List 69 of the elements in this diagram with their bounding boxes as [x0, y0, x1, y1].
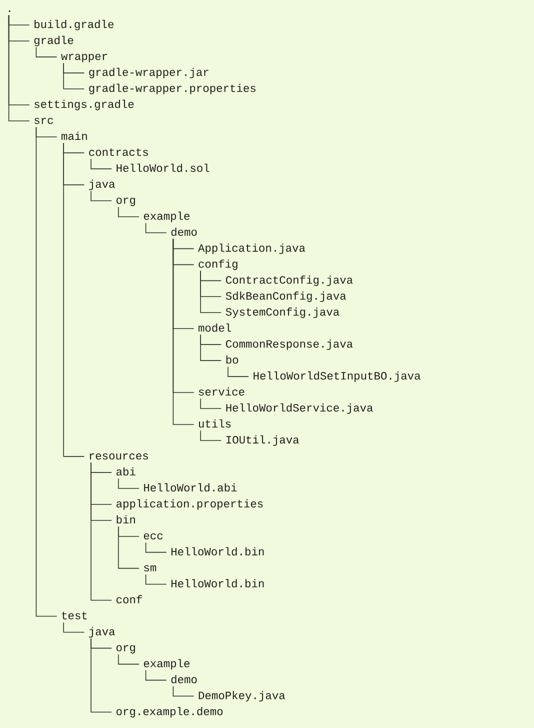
file-name: gradle-wrapper.properties — [89, 84, 256, 94]
tree-line — [145, 222, 167, 234]
file-name: SdkBeanConfig.java — [226, 292, 346, 302]
tree-line — [90, 190, 112, 202]
folder-name: demo — [171, 228, 197, 236]
file-name: gradle-wrapper.jar — [89, 68, 208, 78]
folder-name: main — [62, 132, 87, 140]
folder-name: demo — [171, 675, 197, 684]
folder-name: bo — [226, 355, 238, 364]
folder-name: config — [198, 260, 238, 270]
folder-name: . — [8, 10, 10, 12]
tree-line — [118, 478, 140, 489]
folder-name: java — [89, 180, 115, 190]
file-name: ContractConfig.java — [226, 276, 353, 286]
folder-name: service — [198, 387, 244, 396]
folder-name: utils — [199, 419, 231, 428]
folder-name: contracts — [89, 148, 148, 156]
tree-line — [172, 238, 194, 425]
folder-name: ecc — [144, 533, 163, 540]
file-name: build.gradle — [34, 20, 114, 30]
file-name: HelloWorld.abi — [144, 483, 237, 492]
tree-line — [200, 430, 222, 441]
tree-line — [200, 398, 222, 409]
file-name: Application.java — [198, 244, 306, 254]
folder-name: src — [34, 118, 53, 124]
file-name: conf — [116, 595, 142, 604]
tree-line — [228, 366, 249, 377]
tree-line — [118, 206, 140, 218]
folder-name: resources — [90, 453, 148, 460]
file-name: org.example.demo — [116, 707, 223, 718]
folder-name: org — [116, 198, 135, 206]
tree-line — [90, 462, 112, 601]
tree-line — [118, 526, 140, 569]
tree-line — [145, 670, 167, 681]
tree-line — [200, 270, 222, 314]
file-name: DemoPkey.java — [198, 691, 285, 702]
folder-name: bin — [116, 515, 135, 524]
tree-line — [118, 654, 140, 665]
file-name: IOUtil.java — [226, 435, 299, 446]
tree-line — [36, 126, 58, 617]
file-name: HelloWorld.bin — [171, 579, 264, 588]
tree-line — [63, 62, 85, 90]
file-name: HelloWorldService.java — [226, 403, 373, 414]
folder-name: wrapper — [61, 54, 108, 62]
tree-line — [145, 574, 167, 585]
folder-name: example — [144, 659, 190, 670]
folder-name: test — [62, 612, 87, 620]
folder-name: org — [116, 645, 135, 654]
folder-name: gradle — [34, 36, 74, 46]
tree-line — [63, 622, 85, 633]
folder-name: example — [144, 212, 190, 222]
file-name: HelloWorld.bin — [171, 547, 264, 556]
file-name: application.properties — [116, 499, 263, 510]
folder-name: model — [198, 324, 231, 332]
tree-line — [200, 334, 222, 361]
file-name: SystemConfig.java — [226, 308, 340, 318]
file-name: HelloWorldSetInputBO.java — [254, 371, 420, 382]
tree-line — [172, 686, 194, 697]
tree-line — [145, 542, 167, 553]
folder-name: abi — [116, 467, 136, 476]
tree-line — [90, 638, 112, 713]
tree-line — [90, 158, 112, 170]
tree-line — [36, 46, 58, 58]
file-name: HelloWorld.sol — [116, 164, 210, 172]
file-name: CommonResponse.java — [226, 339, 353, 350]
tree-line — [63, 142, 85, 457]
folder-name: sm — [144, 565, 156, 572]
file-name: settings.gradle — [34, 100, 134, 110]
folder-name: java — [89, 627, 115, 638]
